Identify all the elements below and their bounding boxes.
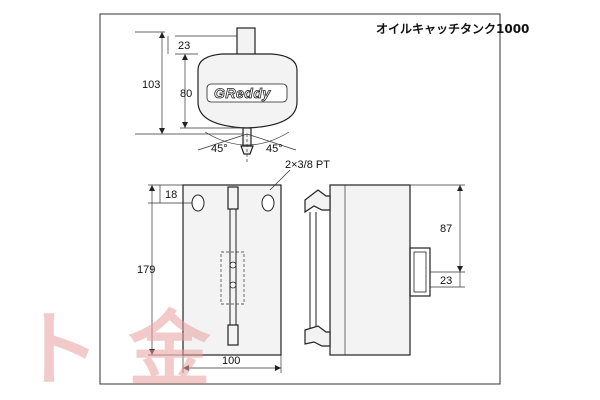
drawing-title: オイルキャッチタンク1000 [376, 22, 529, 36]
front-view: 2×3/8 PT 18 179 100 [137, 159, 330, 373]
dim-label-23-top: 23 [178, 40, 190, 52]
side-top-elbow [304, 189, 331, 214]
dim-label-100: 100 [222, 355, 240, 367]
dim-label-18: 18 [165, 189, 177, 201]
front-top-fitting [227, 186, 239, 210]
dim-label-45-right: 45° [266, 143, 283, 155]
dim-label-103: 103 [142, 79, 160, 91]
front-bottom-fitting [227, 324, 239, 346]
drawing-frame [99, 13, 501, 385]
dim-label-87: 87 [440, 223, 452, 235]
mount-hole-right [261, 194, 275, 212]
watermark: ト 金 [18, 302, 212, 398]
top-view: GReddy 23 103 80 45° 45° [135, 27, 298, 162]
dim-label-179: 179 [137, 264, 155, 276]
sight-window [220, 251, 245, 305]
mount-bracket [409, 247, 431, 297]
tank-side-body [329, 184, 411, 356]
mount-hole-left [191, 194, 205, 212]
side-view: 87 23 [304, 184, 465, 356]
dim-label-45-left: 45° [211, 143, 228, 155]
port-note: 2×3/8 PT [285, 159, 330, 171]
dim-label-80: 80 [180, 88, 192, 100]
greddy-logo: GReddy [214, 85, 271, 101]
side-bottom-elbow [304, 325, 331, 347]
dim-label-23-side: 23 [440, 275, 452, 287]
logo-plate [206, 83, 288, 103]
